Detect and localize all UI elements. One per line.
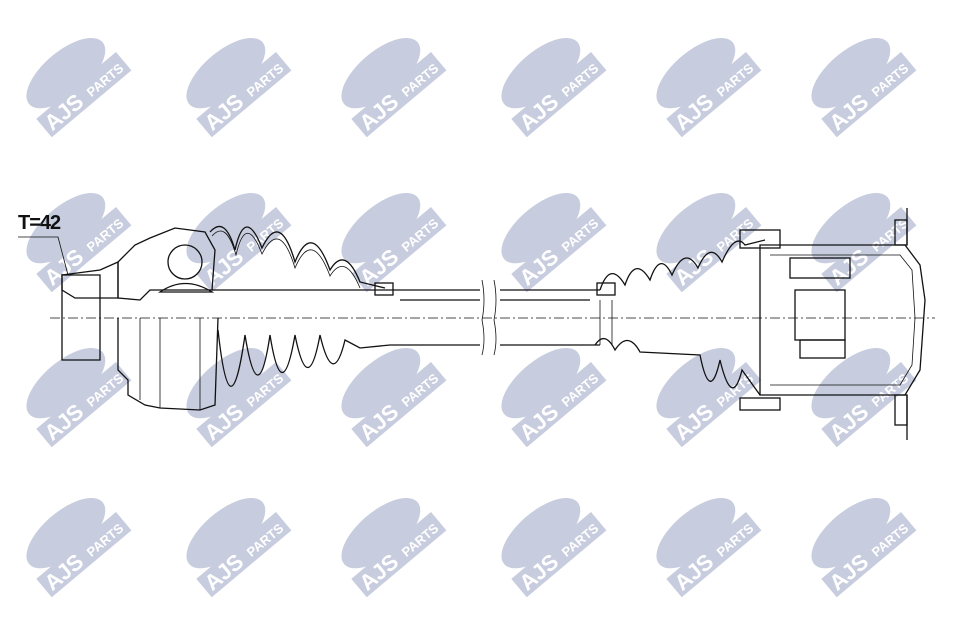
inner-race <box>157 282 215 293</box>
watermark-logo-shape <box>186 347 266 419</box>
boot-left-section <box>209 225 386 289</box>
watermark-logo-shape <box>501 347 581 419</box>
watermark-band <box>196 206 292 293</box>
watermark-logo-shape <box>341 192 421 264</box>
watermark-band <box>821 361 917 448</box>
watermark-band <box>666 51 762 138</box>
watermark-band <box>36 361 132 448</box>
shaft-drawing <box>18 208 935 440</box>
watermark-logo-shape <box>501 497 581 569</box>
watermark-logo-shape <box>186 497 266 569</box>
watermark-band <box>511 511 607 598</box>
watermark-logo-shape <box>501 192 581 264</box>
watermark-logo-shape <box>26 37 106 109</box>
watermark-logo-shape <box>811 497 891 569</box>
watermark-logo-shape <box>26 497 106 569</box>
tripod-spider <box>794 289 846 341</box>
watermark-band <box>36 511 132 598</box>
watermark-band <box>511 51 607 138</box>
watermark-logo-shape <box>341 347 421 419</box>
watermark-logo-shape <box>186 192 266 264</box>
outer-joint-outline <box>117 317 219 411</box>
watermark-band <box>196 51 292 138</box>
boot-clamp <box>374 282 394 296</box>
tripod-roller <box>789 257 851 279</box>
watermark-logo-shape <box>656 497 736 569</box>
ball <box>167 244 203 280</box>
boot-clamp <box>596 282 616 296</box>
watermark-logo-shape <box>811 192 891 264</box>
watermark-band <box>351 361 447 448</box>
watermark-band <box>351 511 447 598</box>
watermark-band <box>196 511 292 598</box>
boot-right-outline <box>594 338 761 396</box>
watermark-logo-shape <box>501 37 581 109</box>
thread-count-label: T=42 <box>18 212 61 234</box>
stub-axle <box>61 274 101 361</box>
break-mark <box>481 279 485 356</box>
watermark-logo-shape <box>26 347 106 419</box>
outer-joint-housing <box>117 227 216 301</box>
leader-line <box>18 236 69 276</box>
watermark-band <box>821 206 917 293</box>
watermark-band <box>36 51 132 138</box>
watermark-band <box>351 206 447 293</box>
watermark-band <box>666 206 762 293</box>
watermark-logo-shape <box>656 192 736 264</box>
watermark-logo-shape <box>341 497 421 569</box>
watermark-band <box>821 51 917 138</box>
watermark-band <box>666 511 762 598</box>
watermark-band <box>511 361 607 448</box>
watermark-logo-shape <box>811 37 891 109</box>
watermark-band <box>351 51 447 138</box>
boot-right-section <box>599 239 766 291</box>
watermark-logo-shape <box>26 192 106 264</box>
watermark-band <box>511 206 607 293</box>
watermark-logo-shape <box>186 37 266 109</box>
watermark-logo-shape <box>656 37 736 109</box>
watermark-logo-shape <box>656 347 736 419</box>
boot-left-outline <box>217 329 391 387</box>
watermark-band <box>821 511 917 598</box>
tripod-housing <box>759 244 926 396</box>
watermark-logo-shape <box>811 347 891 419</box>
watermark-band <box>196 361 292 448</box>
watermark-band <box>36 206 132 293</box>
watermark-logo-shape <box>341 37 421 109</box>
